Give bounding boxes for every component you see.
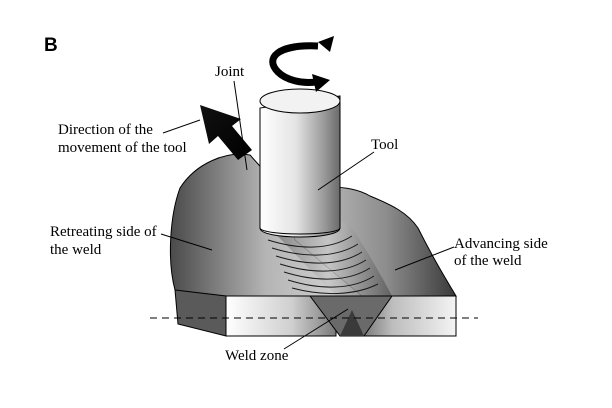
direction-arrow-icon — [200, 105, 252, 160]
weld-ripples — [267, 235, 379, 295]
advancing-leader — [394, 246, 455, 271]
label-retreating-line2: the weld — [50, 242, 102, 258]
label-direction-line2: movement of the tool — [58, 140, 187, 156]
label-weld-zone: Weld zone — [225, 348, 289, 364]
tool-cylinder — [259, 88, 341, 238]
label-retreating-line1: Retreating side of — [50, 224, 157, 240]
panel-label: B — [44, 35, 58, 56]
label-advancing-line1: Advancing side — [454, 236, 548, 252]
label-advancing-line2: of the weld — [454, 253, 522, 269]
direction-leader — [162, 119, 201, 134]
weld-zone-leader — [283, 308, 349, 350]
joint-leader — [233, 80, 248, 171]
rotation-arrow — [269, 36, 334, 92]
label-tool: Tool — [371, 137, 398, 153]
weld-root — [340, 310, 364, 336]
left-plate-side — [174, 289, 227, 337]
weld-seam — [264, 222, 392, 296]
label-direction-line1: Direction of the — [58, 122, 153, 138]
tool-leader — [317, 151, 375, 191]
label-joint: Joint — [215, 64, 245, 80]
retreating-leader — [160, 233, 213, 251]
